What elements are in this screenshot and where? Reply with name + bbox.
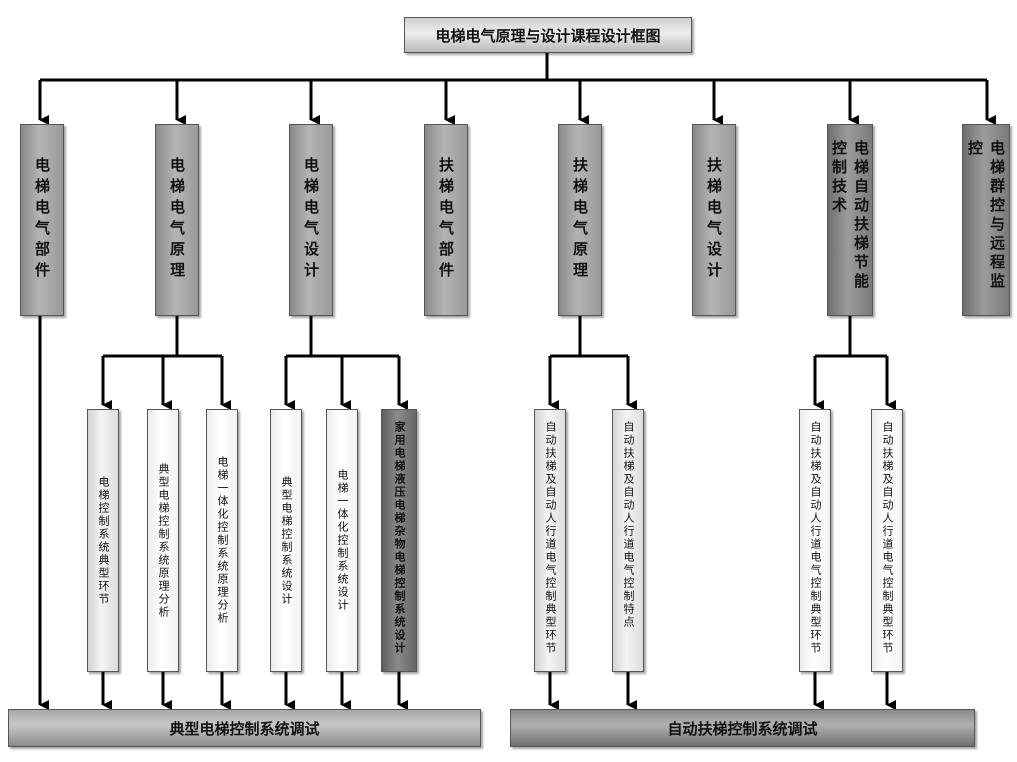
bottom-bar-elevator-debugging: 典型电梯控制系统调试 [8, 709, 481, 747]
node-label: 自动扶梯及自动人行道电气控制典型环节 [809, 420, 822, 655]
diagram-title-text: 电梯电气原理与设计课程设计框图 [435, 26, 661, 45]
node-label: 电梯电气部件 [33, 157, 51, 283]
node-typical-elevator-control-design: 典型电梯控制系统设计 [270, 409, 302, 672]
node-escalator-typical-links-c: 自动扶梯及自动人行道电气控制典型环节 [871, 409, 903, 672]
node-label: 电梯控制系统典型环节 [97, 475, 110, 606]
node-label: 扶梯电气设计 [705, 157, 723, 283]
node-escalator-electrical-principle: 扶梯电气原理 [558, 124, 602, 316]
node-elevator-electrical-principle: 电梯电气原理 [155, 124, 199, 316]
diagram-title: 电梯电气原理与设计课程设计框图 [404, 17, 692, 53]
node-label: 自动扶梯及自动人行道电气控制特点 [622, 420, 635, 629]
node-elevator-electrical-design: 电梯电气设计 [289, 124, 333, 316]
node-escalator-typical-links-b: 自动扶梯及自动人行道电气控制典型环节 [799, 409, 831, 672]
node-label: 电梯自动扶梯节能控制技术 [830, 140, 870, 292]
node-label: 电梯群控与远程监控 [966, 140, 1006, 292]
node-label: 自动扶梯及自动人行道电气控制典型环节 [544, 420, 557, 655]
node-label: 典型电梯控制系统设计 [280, 475, 293, 606]
node-label: 扶梯电气原理 [571, 157, 589, 283]
node-escalator-typical-links-a: 自动扶梯及自动人行道电气控制典型环节 [534, 409, 566, 672]
node-escalator-electrical-design: 扶梯电气设计 [692, 124, 736, 316]
node-label: 电梯电气设计 [302, 157, 320, 283]
node-label: 扶梯电气部件 [437, 157, 455, 283]
node-group-control-remote-monitoring: 电梯群控与远程监控 [962, 124, 1010, 316]
node-label: 家用电梯液压电梯杂物电梯控制系统设计 [393, 420, 406, 655]
node-label: 电梯电气原理 [168, 157, 186, 283]
node-energy-saving-control: 电梯自动扶梯节能控制技术 [827, 124, 873, 316]
bottom-bar-escalator-debugging: 自动扶梯控制系统调试 [510, 709, 975, 747]
bottom-bar-label: 典型电梯控制系统调试 [169, 719, 320, 738]
node-integrated-control-design: 电梯一体化控制系统设计 [326, 409, 358, 672]
node-elevator-electrical-parts: 电梯电气部件 [20, 124, 64, 316]
bottom-bar-label: 自动扶梯控制系统调试 [667, 719, 818, 738]
node-label: 电梯一体化控制系统原理分析 [216, 456, 229, 625]
node-elevator-control-typical-links: 电梯控制系统典型环节 [87, 409, 119, 672]
node-integrated-control-principle-analysis: 电梯一体化控制系统原理分析 [206, 409, 238, 672]
node-label: 典型电梯控制系统原理分析 [157, 462, 170, 619]
node-typical-elevator-principle-analysis: 典型电梯控制系统原理分析 [147, 409, 179, 672]
node-home-hydraulic-dumbwaiter-design: 家用电梯液压电梯杂物电梯控制系统设计 [381, 409, 417, 672]
node-escalator-electrical-parts: 扶梯电气部件 [424, 124, 468, 316]
node-escalator-control-features: 自动扶梯及自动人行道电气控制特点 [612, 409, 644, 672]
node-label: 自动扶梯及自动人行道电气控制典型环节 [881, 420, 894, 655]
node-label: 电梯一体化控制系统设计 [336, 469, 349, 612]
